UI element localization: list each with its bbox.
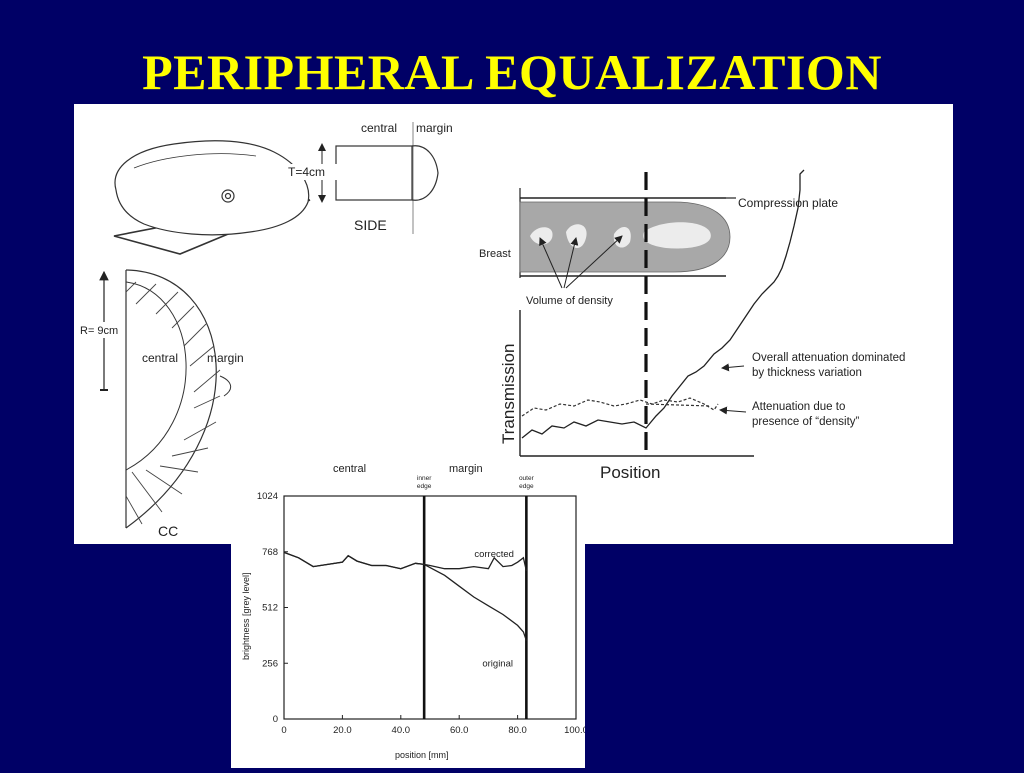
cc-label: CC	[158, 523, 178, 539]
cc-margin-label: margin	[207, 351, 244, 365]
position-axis-label: Position	[600, 463, 660, 482]
side-rectangle	[335, 145, 413, 201]
overall-attenuation-label-line2: by thickness variation	[752, 367, 862, 379]
transmission-axis-label: Transmission	[499, 344, 518, 444]
y-tick-label: 0	[273, 714, 278, 725]
brightness-chart: central margin position [mm] brightness …	[241, 463, 588, 760]
cc-view: R= 9cm central margin CC	[78, 269, 244, 539]
density-attenuation-label-line1: Attenuation due to	[752, 401, 845, 413]
x-tick-label: 40.0	[392, 725, 411, 736]
series-label-original: original	[482, 659, 513, 670]
breast-3d-sketch	[113, 140, 311, 255]
y-tick-label: 512	[262, 603, 278, 614]
density-attenuation-label-line2: presence of “density”	[752, 416, 860, 428]
series-label-corrected: corrected	[474, 549, 514, 560]
chart-xlabel: position [mm]	[395, 750, 449, 760]
side-margin-label: margin	[416, 121, 453, 135]
breast-label: Breast	[479, 248, 511, 260]
plot-frame	[283, 495, 577, 720]
region-label-central: central	[333, 463, 366, 475]
x-tick-label: 20.0	[333, 725, 352, 736]
boundary-label: inner	[417, 475, 432, 482]
slide-title: PERIPHERAL EQUALIZATION	[142, 44, 882, 100]
compression-plate-label: Compression plate	[738, 196, 838, 210]
y-tick-label: 256	[262, 658, 278, 669]
cc-central-label: central	[142, 351, 178, 365]
overall-attenuation-label-line1: Overall attenuation dominated	[752, 352, 905, 364]
brightness-chart-panel: central margin position [mm] brightness …	[231, 460, 588, 768]
volume-of-density-label: Volume of density	[526, 295, 613, 307]
radius-label: R= 9cm	[80, 325, 118, 337]
x-tick-label: 100.0	[564, 725, 585, 736]
x-tick-label: 80.0	[508, 725, 526, 736]
side-central-label: central	[361, 121, 397, 135]
boundary-label: outer	[519, 475, 535, 482]
y-tick-label: 1024	[257, 491, 278, 502]
boundary-label: edge	[417, 483, 432, 490]
x-tick-label: 60.0	[450, 725, 469, 736]
chart-plot-area: 0 20.0 40.0 60.0 80.0 100.0 0 256 512 768 1024 inne…	[257, 475, 588, 736]
series-line-original	[283, 551, 528, 641]
side-view: central margin T=4cm SIDE	[286, 121, 453, 234]
top-figure-svg: central margin T=4cm SIDE R= 9cm	[78, 121, 905, 539]
y-tick-label: 768	[262, 547, 278, 558]
boundary-label: edge	[519, 483, 534, 490]
overall-attenuation-curve	[521, 169, 805, 439]
x-tick-label: 0	[281, 725, 286, 736]
side-label: SIDE	[354, 217, 387, 233]
chart-ylabel: brightness [grey level]	[241, 572, 251, 660]
density-attenuation-curve	[521, 397, 719, 417]
transmission-diagram: Compression plate Breast Volume of densi…	[479, 169, 905, 482]
thickness-label: T=4cm	[288, 165, 325, 179]
region-label-margin: margin	[449, 463, 483, 475]
